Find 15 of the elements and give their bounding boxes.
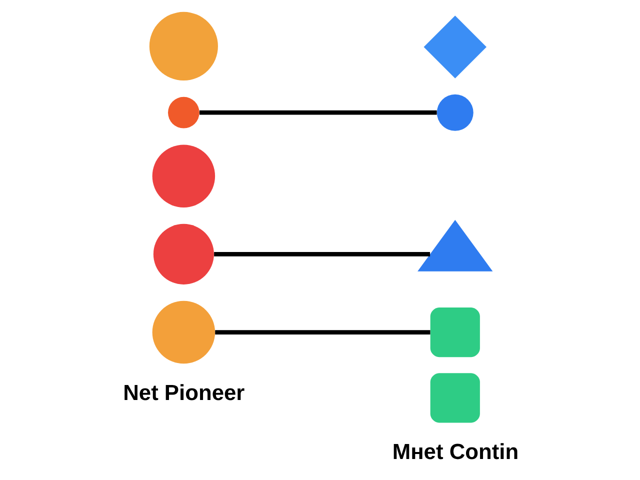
label: Mнet Contin xyxy=(392,438,518,464)
node-circle xyxy=(148,11,218,80)
node-diamond xyxy=(423,15,486,78)
node-circle xyxy=(152,223,214,284)
connector xyxy=(214,330,430,334)
node-box xyxy=(430,306,480,357)
node-circle xyxy=(152,144,215,207)
node-circle xyxy=(168,96,199,128)
node-box xyxy=(430,372,480,422)
node-circle xyxy=(152,300,215,364)
node-triangle xyxy=(417,219,492,271)
connector xyxy=(199,110,436,114)
node-circle xyxy=(436,94,473,130)
connector xyxy=(214,252,430,256)
label: Net Pioneer xyxy=(122,379,244,404)
